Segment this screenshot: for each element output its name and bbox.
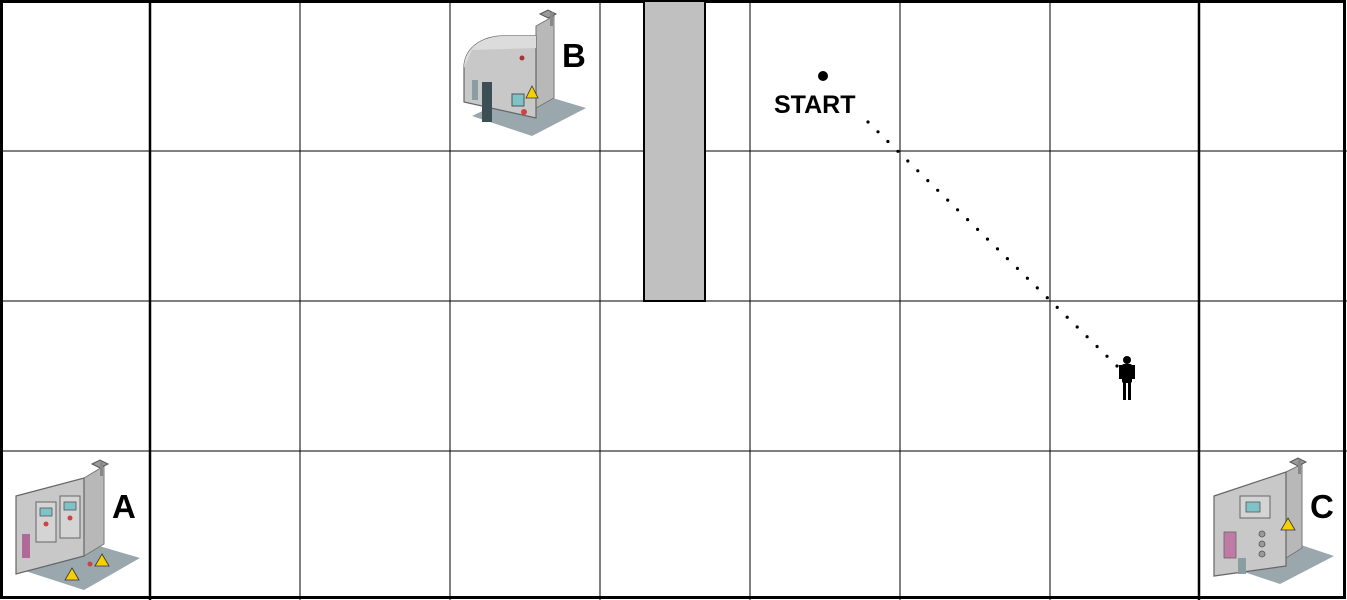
- path-dot: [976, 227, 980, 231]
- path-dot: [1065, 315, 1069, 319]
- path-dot: [916, 169, 920, 173]
- path-dot: [896, 149, 900, 153]
- person-icon: [1119, 356, 1135, 400]
- path-dot: [946, 198, 950, 202]
- path-dots: [866, 120, 1119, 368]
- path-dot: [906, 159, 910, 163]
- start-label: START: [774, 91, 855, 119]
- path-dot: [886, 139, 890, 144]
- machine-a-label: A: [112, 488, 136, 525]
- path-dot: [1095, 344, 1099, 349]
- machine-c-label: C: [1310, 488, 1334, 525]
- path-dot: [866, 120, 870, 124]
- path-dot: [1035, 286, 1039, 290]
- path-dot: [1075, 325, 1079, 329]
- path-dot: [936, 188, 940, 192]
- start-dot: [818, 71, 828, 81]
- path-dot: [956, 208, 960, 212]
- path-dot: [995, 247, 1000, 251]
- machine-b-icon: [463, 9, 586, 136]
- path-dot: [876, 130, 880, 134]
- machine-b-label: B: [562, 37, 586, 74]
- path-dot: [1005, 257, 1010, 261]
- machine-c-icon: [1213, 457, 1334, 584]
- machine-a-icon: [15, 459, 140, 590]
- path-dot: [1055, 305, 1059, 309]
- path-dot: [985, 237, 990, 241]
- pillar-obstacle: [643, 0, 706, 302]
- path-dot: [966, 218, 970, 222]
- path-dot: [1105, 354, 1109, 358]
- path-dot: [1115, 364, 1119, 368]
- path-dot: [1045, 296, 1049, 300]
- path-dot: [1085, 335, 1089, 339]
- path-dot: [1015, 266, 1020, 270]
- path-dot: [1025, 276, 1029, 280]
- path-dot: [926, 179, 930, 183]
